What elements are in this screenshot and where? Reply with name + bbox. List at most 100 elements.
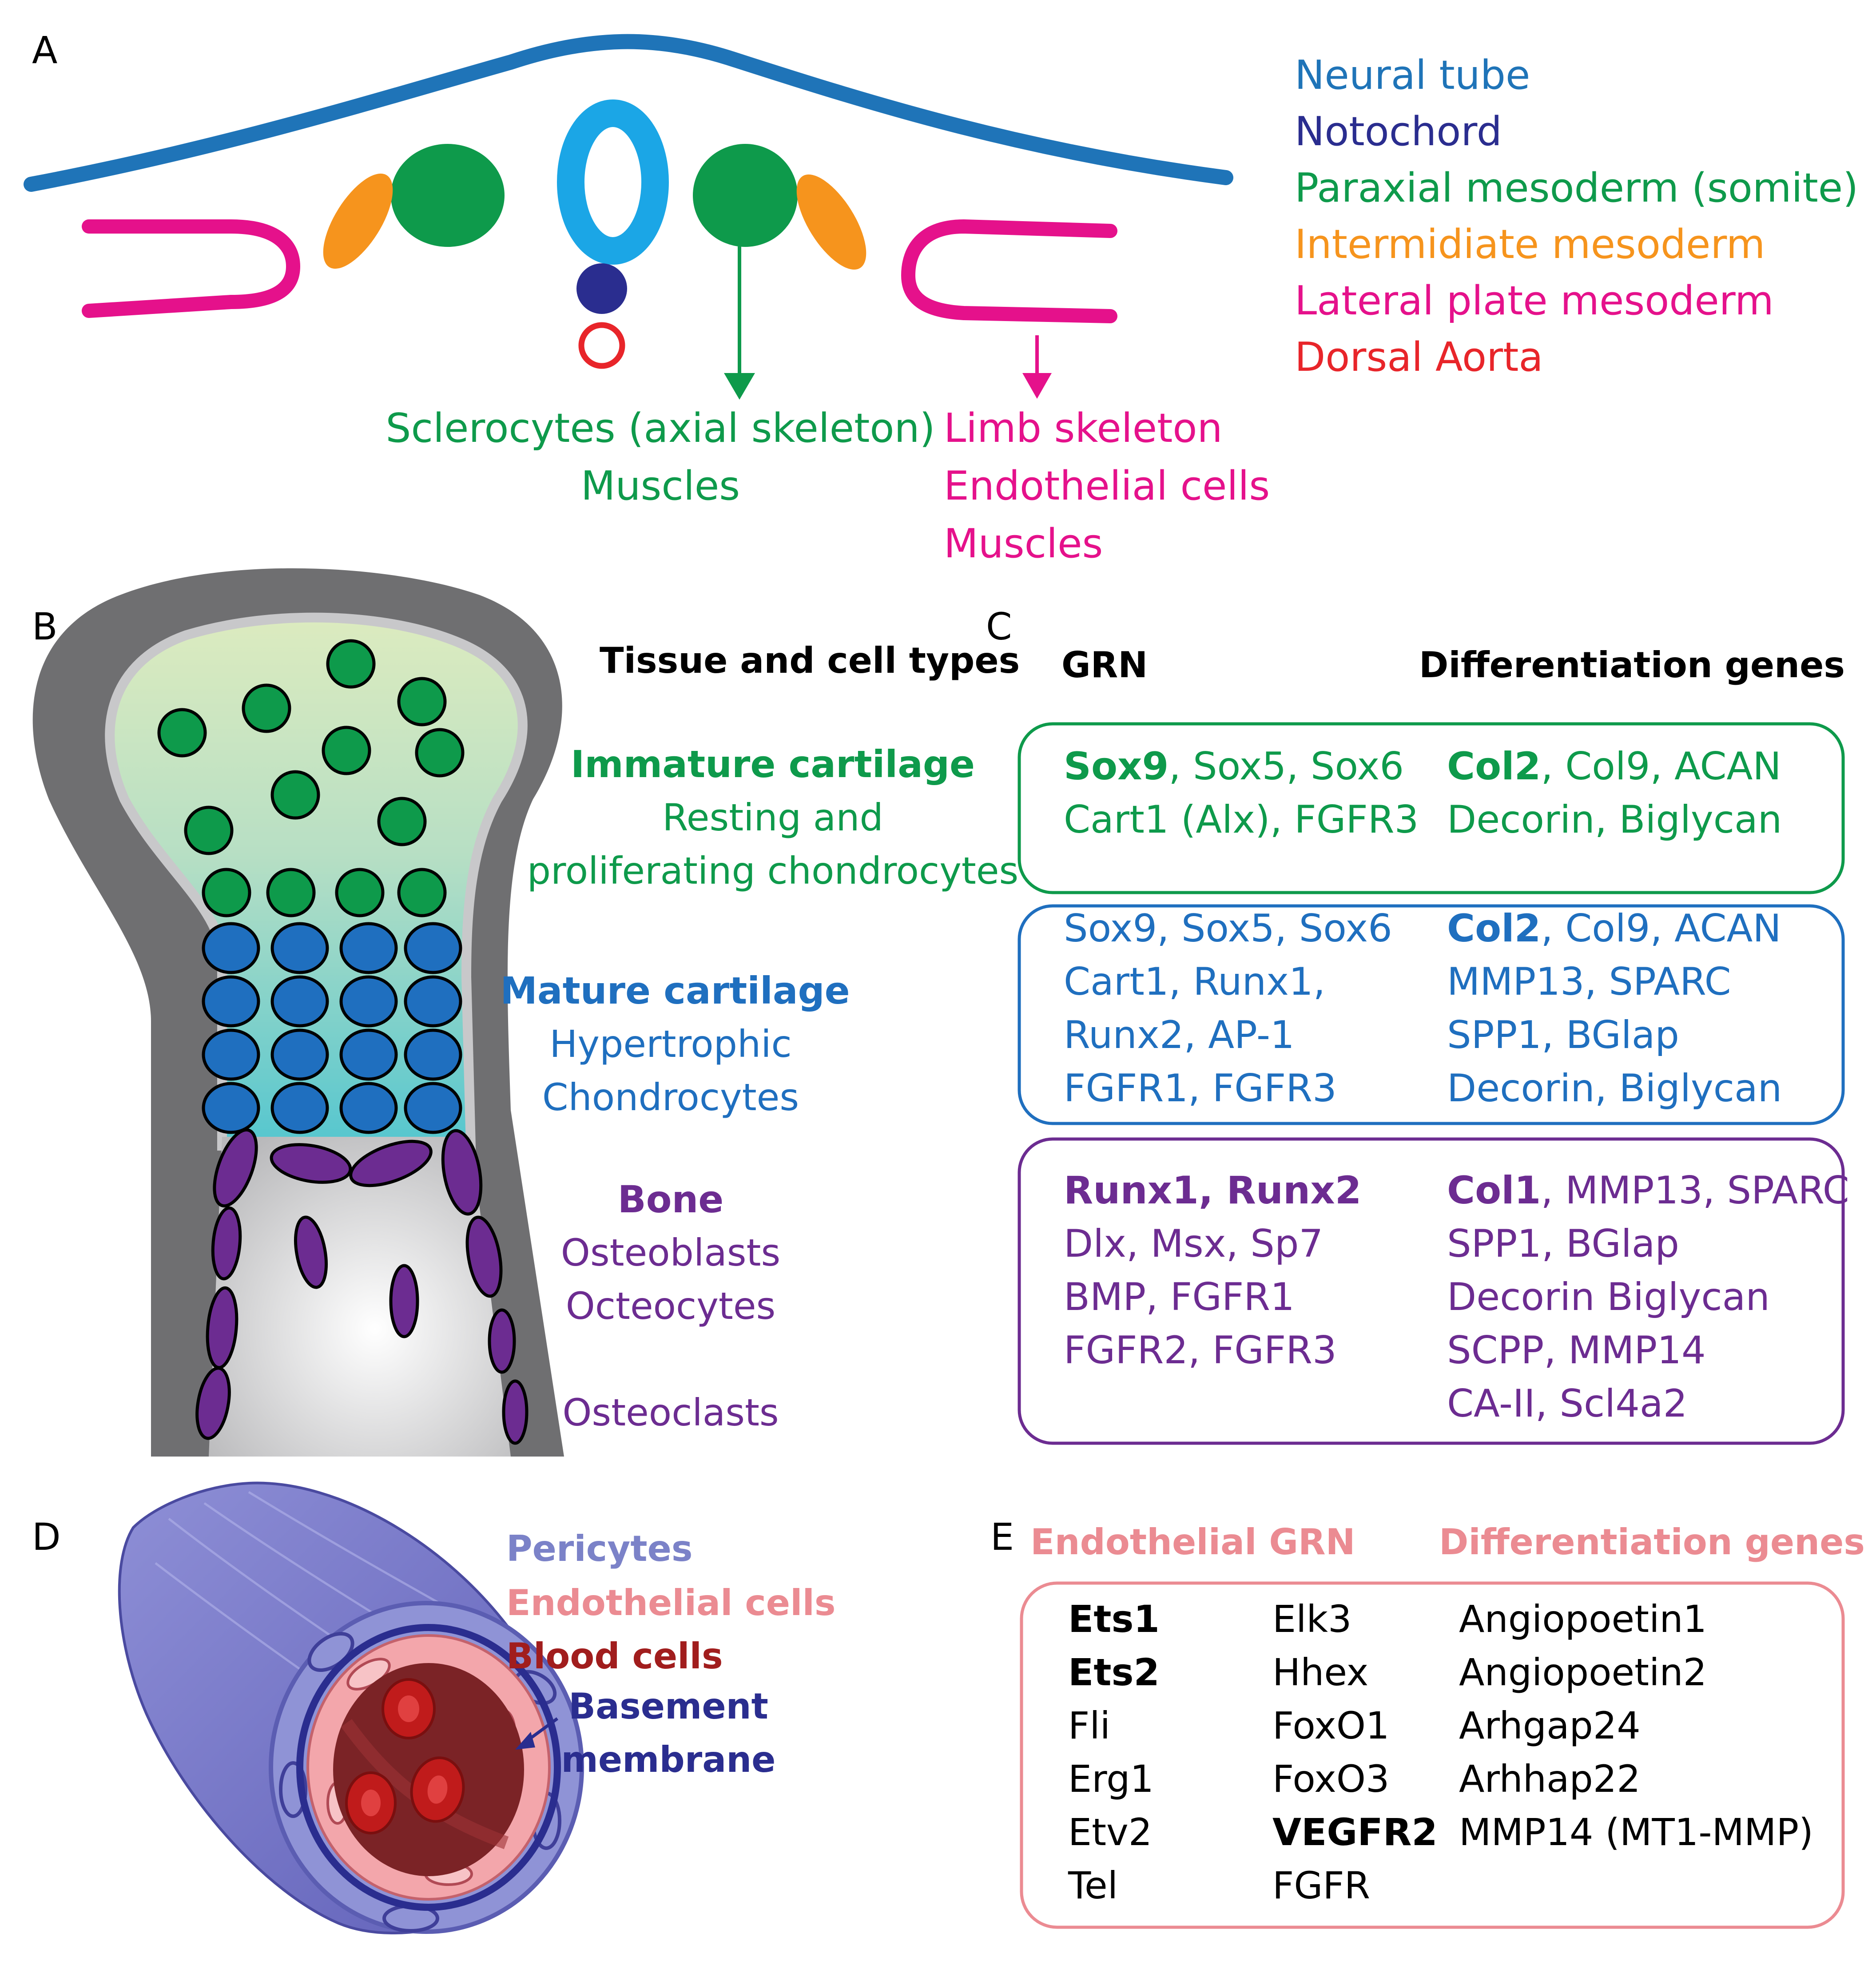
grn-gene-line: Runx1, Runx2 [1064,1168,1362,1213]
diff-gene-line: CA-II, Scl4a2 [1447,1381,1687,1426]
lateral-derivative-3: Muscles [944,520,1103,567]
gene-list: Runx2, AP-1 [1064,1013,1295,1057]
gene-list: BMP, FGFR1 [1064,1275,1295,1319]
bone-cell [213,1128,258,1208]
grn-gene-line: Runx2, AP-1 [1064,1013,1295,1057]
bone-title: Bone [618,1178,724,1221]
panel-b-letter: B [32,605,58,648]
gene-list: FGFR1, FGFR3 [1064,1066,1337,1111]
endothelial-grn-heading: Endothelial GRN [1030,1521,1355,1563]
immature-cartilage-line-2: proliferating chondrocytes [527,849,1019,893]
gene-list: , Col9, ACAN [1541,906,1781,951]
immature-chondrocyte [266,868,316,917]
endothelial-gene: Tel [1068,1864,1118,1907]
hypertrophic-chondrocyte [404,1028,462,1081]
legend-notochord: Notochord [1295,108,1502,155]
endothelial-gene: Angiopoetin2 [1459,1651,1707,1694]
bone-line-2: Octeocytes [566,1284,776,1328]
hypertrophic-chondrocytes [202,922,462,1134]
gene-list: Cart1, Runx1, [1064,960,1325,1004]
immature-chondrocyte [335,868,385,917]
paraxial-arrow-head [724,373,755,400]
mature-cartilage-title: Mature cartilage [500,969,850,1012]
grn-heading: GRN [1061,644,1148,686]
lateral-arrow-head [1022,373,1052,399]
grn-gene-line: Sox9, Sox5, Sox6 [1064,906,1392,951]
basement-label: Basement [568,1686,768,1727]
endothelial-gene: Elk3 [1272,1597,1352,1641]
diff-gene-line: Decorin, Biglycan [1447,1066,1782,1111]
bone-cell [502,1379,529,1445]
endothelial-gene: Fli [1068,1704,1110,1747]
diff-gene-line: SCPP, MMP14 [1447,1328,1706,1373]
dorsal-aorta [578,322,625,369]
endothelial-gene: Ets1 [1068,1597,1160,1641]
panel-a: A Sclerocytes (axial skeleton) Muscles L… [24,28,1858,567]
basement-membrane-arrow-head [515,1732,535,1750]
immature-chondrocyte [397,677,447,726]
hypertrophic-chondrocyte [404,1082,462,1134]
immature-chondrocyte [322,726,371,775]
paraxial-derivative-2: Muscles [581,463,740,509]
gene-list: Dlx, Msx, Sp7 [1064,1222,1323,1266]
immature-chondrocyte [202,868,251,917]
bone-marrow-region [209,1137,511,1457]
gene-list: , Sox5, Sox6 [1169,744,1404,789]
lumen-shading [341,1719,509,1850]
endothelial-diff-heading: Differentiation genes [1439,1521,1865,1563]
diff-gene-line: Col1, MMP13, SPARC [1447,1168,1849,1213]
immature-chondrocytes [157,639,465,917]
notochord [576,263,627,314]
endothelial-gene: MMP14 (MT1-MMP) [1459,1810,1813,1854]
endothelial-gene: Arhgap24 [1459,1704,1641,1747]
endothelial-gene: VEGFR2 [1272,1810,1438,1854]
endothelial-gene: Arhhap22 [1459,1757,1641,1801]
endothelial-gene: Etv2 [1068,1810,1152,1854]
paraxial-derivative-1: Sclerocytes (axial skeleton) [386,405,935,452]
grn-gene-line: BMP, FGFR1 [1064,1275,1295,1319]
bone-cell [294,1215,328,1289]
pericytes-label: Pericytes [506,1528,692,1569]
basement-membrane-ring [296,1624,561,1911]
bone-cell [211,1206,242,1281]
hypertrophic-chondrocyte [339,1082,398,1134]
mature-gene-box [1017,904,1845,1125]
panel-c-letter: C [986,605,1012,648]
bone-gene-box [1017,1137,1845,1445]
diff-gene-line: Col2, Col9, ACAN [1447,906,1781,951]
immature-gene-box [1017,722,1845,894]
gene-list: Decorin Biglycan [1447,1275,1770,1319]
grn-gene-line: Cart1, Runx1, [1064,960,1325,1004]
gene-list: FGFR2, FGFR3 [1064,1328,1337,1373]
diff-gene-line: Decorin, Biglycan [1447,798,1782,842]
endothelial-genes: Ets1Ets2FliErg1Etv2TelElk3HhexFoxO1FoxO3… [1068,1597,1813,1907]
grn-gene-line: Dlx, Msx, Sp7 [1064,1222,1323,1266]
endothelial-gene-box [1020,1581,1845,1929]
diff-gene-line: Decorin Biglycan [1447,1275,1770,1319]
grn-gene-line: Sox9, Sox5, Sox6 [1064,744,1404,789]
gene-list: Decorin, Biglycan [1447,798,1782,842]
bold-gene: Runx1, Runx2 [1064,1168,1362,1213]
gene-list: Cart1 (Alx), FGFR3 [1064,798,1419,842]
endothelial-gene: FoxO3 [1272,1757,1389,1801]
endothelial-gene: Hhex [1272,1651,1368,1694]
endothelial-gene: Angiopoetin1 [1459,1597,1707,1641]
neural-tube-surface-ectoderm [24,34,1233,192]
somite-left [391,144,505,247]
legend-dorsal-aorta: Dorsal Aorta [1295,334,1543,381]
immature-chondrocyte [157,708,207,758]
somite-right [693,144,798,247]
gene-list: , Col9, ACAN [1541,744,1781,789]
legend-paraxial-mesoderm: Paraxial mesoderm (somite) [1295,165,1858,211]
endothelial-gene: FoxO1 [1272,1704,1389,1747]
gene-list: Decorin, Biglycan [1447,1066,1782,1111]
gene-list: MMP13, SPARC [1447,960,1731,1004]
endothelial-gene: FGFR [1272,1864,1370,1907]
hypertrophic-chondrocyte [270,922,329,974]
grn-gene-line: Cart1 (Alx), FGFR3 [1064,798,1419,842]
panel-a-letter: A [32,28,57,72]
mature-cartilage-line-2: Chondrocytes [542,1076,799,1119]
legend-intermediate-mesoderm: Intermidiate mesoderm [1295,221,1765,268]
blood-cell-3 [410,1756,465,1823]
